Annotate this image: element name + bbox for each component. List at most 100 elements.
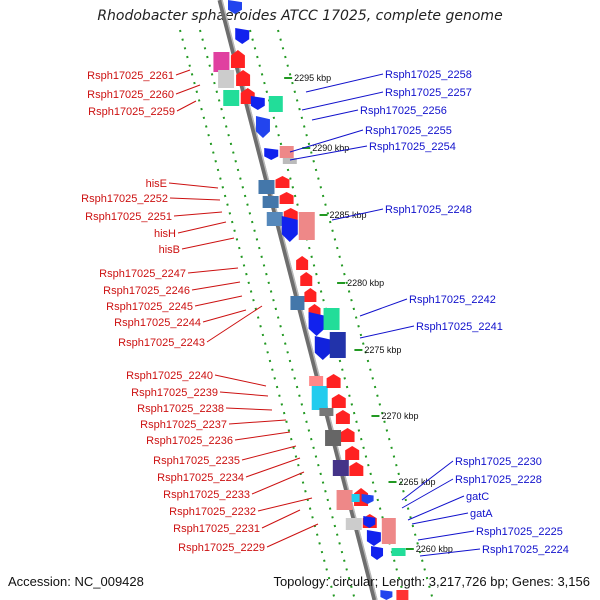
gene-plus-strand: [314, 336, 331, 360]
gene-plus-strand: [268, 96, 283, 112]
gene-label-left: Rsph17025_2244: [114, 317, 201, 329]
gene-label-left: Rsph17025_2239: [131, 387, 218, 399]
leader-line-left: [194, 295, 243, 307]
leader-line-left: [245, 457, 301, 478]
gene-minus-strand: [283, 208, 298, 220]
leader-line-right: [331, 208, 384, 221]
leader-line-left: [241, 445, 297, 461]
gene-label-right: Rsph17025_2258: [385, 69, 472, 81]
kbp-label: 2270 kbp: [381, 411, 418, 421]
gene-minus-strand: [309, 376, 324, 386]
gene-plus-strand: [371, 546, 384, 560]
gene-label-left: Rsph17025_2252: [81, 193, 168, 205]
topology-text: Topology: circular; Length: 3,217,726 bp…: [273, 574, 590, 589]
gene-plus-strand: [282, 158, 297, 164]
leader-line-left: [266, 523, 319, 548]
gene-plus-strand: [235, 28, 250, 44]
gene-plus-strand: [250, 96, 265, 110]
gene-plus-strand: [323, 308, 340, 330]
gene-label-right: Rsph17025_2248: [385, 204, 472, 216]
gene-minus-strand: [326, 374, 341, 388]
kbp-label: 2265 kbp: [399, 477, 436, 487]
leader-line-left: [176, 100, 197, 112]
gene-plus-strand: [264, 148, 279, 160]
gene-label-left: Rsph17025_2229: [178, 542, 265, 554]
gene-label-right: Rsph17025_2254: [369, 141, 456, 153]
gene-minus-strand: [345, 518, 362, 530]
gene-label-left: Rsph17025_2251: [85, 211, 172, 223]
gene-plus-strand: [396, 590, 409, 600]
gene-features: [213, 0, 409, 600]
gene-label-left: Rsph17025_2246: [103, 285, 190, 297]
leader-line-right: [401, 460, 454, 501]
gene-label-left: hisE: [146, 178, 167, 190]
label-leader-lines: [168, 69, 481, 557]
gene-label-left: Rsph17025_2238: [137, 403, 224, 415]
gene-minus-strand: [331, 394, 346, 408]
leader-line-left: [169, 197, 221, 201]
gene-label-right: Rsph17025_2230: [455, 456, 542, 468]
kbp-label: 2260 kbp: [416, 544, 453, 554]
gene-plus-strand: [381, 518, 396, 544]
leader-line-left: [219, 391, 269, 397]
gene-plus-strand: [351, 494, 360, 502]
leader-line-right: [311, 109, 359, 121]
leader-line-left: [206, 305, 263, 343]
gene-label-left: Rsph17025_2235: [153, 455, 240, 467]
kbp-label: 2295 kbp: [294, 73, 331, 83]
kbp-label: 2285 kbp: [330, 210, 367, 220]
gene-label-left: Rsph17025_2234: [157, 472, 244, 484]
leader-line-right: [419, 548, 481, 557]
gene-plus-strand: [366, 530, 381, 546]
gene-minus-strand: [266, 212, 283, 226]
gene-label-right: Rsph17025_2225: [476, 526, 563, 538]
gene-label-left: Rsph17025_2231: [173, 523, 260, 535]
gene-label-right: Rsph17025_2256: [360, 105, 447, 117]
leader-line-left: [177, 221, 227, 234]
gene-minus-strand: [230, 50, 245, 68]
gene-plus-strand: [298, 212, 315, 240]
leader-line-left: [234, 431, 291, 441]
leader-line-left: [257, 497, 313, 512]
gene-label-left: Rsph17025_2236: [146, 435, 233, 447]
leader-line-left: [175, 69, 191, 76]
gene-label-right: Rsph17025_2257: [385, 87, 472, 99]
gene-minus-strand: [340, 428, 355, 442]
gene-label-right: Rsph17025_2242: [409, 294, 496, 306]
gene-labels: Rsph17025_2261Rsph17025_2260Rsph17025_22…: [81, 69, 569, 556]
leader-line-left: [261, 509, 301, 529]
leader-line-right: [305, 73, 384, 93]
gene-minus-strand: [262, 196, 279, 208]
leader-line-left: [187, 267, 239, 274]
leader-line-right: [411, 512, 469, 525]
gene-plus-strand: [380, 590, 393, 600]
gene-minus-strand: [213, 52, 230, 72]
gene-plus-strand: [361, 494, 374, 504]
gene-minus-strand: [335, 410, 350, 424]
gene-minus-strand: [336, 490, 353, 510]
gene-label-right: gatC: [466, 491, 489, 503]
leader-line-right: [359, 298, 408, 317]
gene-label-right: Rsph17025_2241: [416, 321, 503, 333]
gene-plus-strand: [391, 548, 406, 556]
gene-label-left: Rsph17025_2259: [88, 106, 175, 118]
gene-plus-strand: [308, 312, 325, 336]
gene-minus-strand: [304, 288, 317, 302]
gene-label-left: Rsph17025_2245: [106, 301, 193, 313]
leader-line-right: [359, 325, 415, 339]
leader-line-left: [181, 237, 235, 250]
gene-minus-strand: [300, 272, 313, 286]
gene-minus-strand: [325, 430, 342, 446]
leader-line-left: [175, 84, 201, 95]
gene-minus-strand: [311, 386, 328, 410]
gene-minus-strand: [319, 408, 334, 416]
genome-title: Rhodobacter sphaeroides ATCC 17025, comp…: [97, 8, 503, 24]
leader-line-right: [289, 129, 364, 153]
gene-minus-strand: [275, 176, 290, 188]
leader-line-right: [407, 495, 465, 521]
gene-label-right: Rsph17025_2255: [365, 125, 452, 137]
leader-line-left: [191, 281, 241, 291]
gene-label-left: hisB: [159, 244, 180, 256]
